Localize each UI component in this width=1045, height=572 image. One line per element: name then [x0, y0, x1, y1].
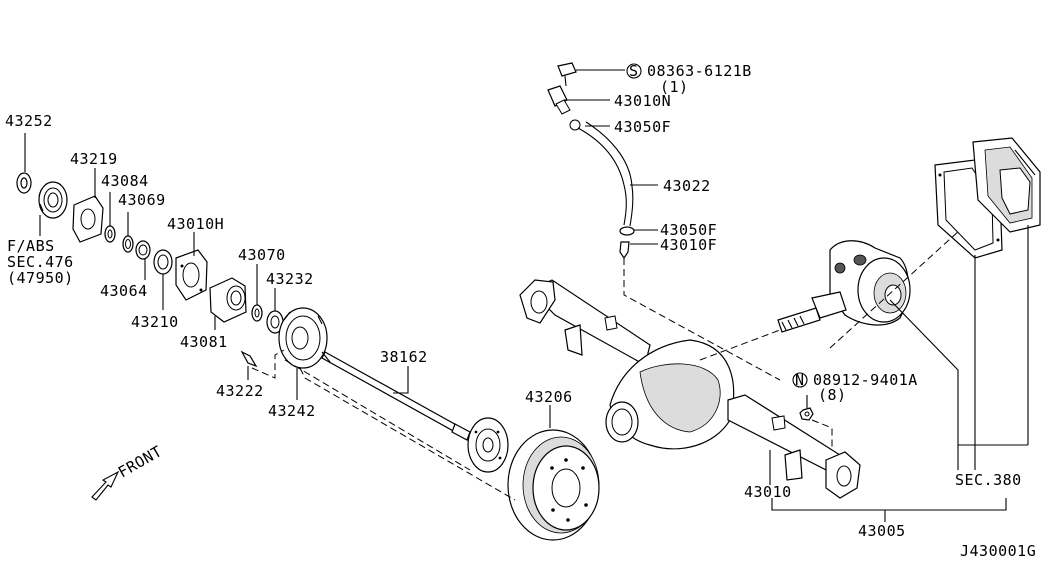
leader-lines: [24, 69, 1029, 522]
label-43222: 43222: [216, 382, 264, 400]
label-43252: 43252: [5, 112, 53, 130]
breather-hose-part: [577, 121, 635, 260]
bearing-retainer-part: [209, 277, 247, 323]
bolt-symbol-s: S: [629, 62, 639, 80]
label-abs-line2: SEC.476: [7, 253, 74, 271]
axle-shaft-part: [321, 351, 509, 473]
rear-cover-part: [972, 137, 1041, 233]
label-abs-line3: (47950): [7, 269, 74, 287]
label-43081: 43081: [180, 333, 228, 351]
spacer-rings-part: [251, 304, 284, 334]
bearing-plate-part: [175, 249, 208, 301]
wheel-bearing-part: [153, 249, 173, 275]
label-bolt-qty: (1): [660, 78, 689, 96]
label-43070: 43070: [238, 246, 286, 264]
label-43050f-mid: 43050F: [660, 221, 717, 239]
breather-bolt-part: [547, 62, 581, 131]
dashed-connectors: [251, 229, 961, 501]
bearing-ring-part: [122, 235, 151, 260]
label-43022: 43022: [663, 177, 711, 195]
label-43242: 43242: [268, 402, 316, 420]
label-43010f: 43010F: [660, 236, 717, 254]
label-43005: 43005: [858, 522, 906, 540]
label-43010h: 43010H: [167, 215, 224, 233]
axle-housing-part: [519, 279, 861, 499]
label-43050f-top: 43050F: [614, 118, 671, 136]
label-43084: 43084: [101, 172, 149, 190]
part-labels: 43252 43219 43084 43069 43010H F/ABS SEC…: [5, 62, 1036, 560]
hex-nut-part: [799, 407, 814, 421]
label-nut-part: 08912-9401A: [813, 371, 918, 389]
nut-symbol-n: N: [795, 371, 805, 389]
label-bolt-part: 08363-6121B: [647, 62, 752, 80]
label-38162: 38162: [380, 348, 428, 366]
label-43069: 43069: [118, 191, 166, 209]
brake-drum-part: [507, 429, 600, 541]
label-43210: 43210: [131, 313, 179, 331]
abs-sensor-rotor-part: [16, 172, 68, 219]
label-43010: 43010: [744, 483, 792, 501]
label-43206: 43206: [525, 388, 573, 406]
diagram-code: J430001G: [960, 542, 1036, 560]
backing-plate-part: [278, 307, 328, 369]
label-sec380: SEC.380: [955, 471, 1022, 489]
front-direction-arrow-icon: FRONT: [91, 442, 165, 501]
label-43010n: 43010N: [614, 92, 671, 110]
washer-part: [104, 225, 116, 243]
seal-plate-part: [72, 195, 104, 243]
label-43064: 43064: [100, 282, 148, 300]
label-43219: 43219: [70, 150, 118, 168]
stud-bolt-part: [240, 350, 258, 368]
differential-carrier-part: [777, 240, 911, 333]
label-nut-qty: (8): [818, 386, 847, 404]
label-abs-line1: F/ABS: [7, 237, 55, 255]
label-43232: 43232: [266, 270, 314, 288]
front-label: FRONT: [115, 442, 165, 481]
